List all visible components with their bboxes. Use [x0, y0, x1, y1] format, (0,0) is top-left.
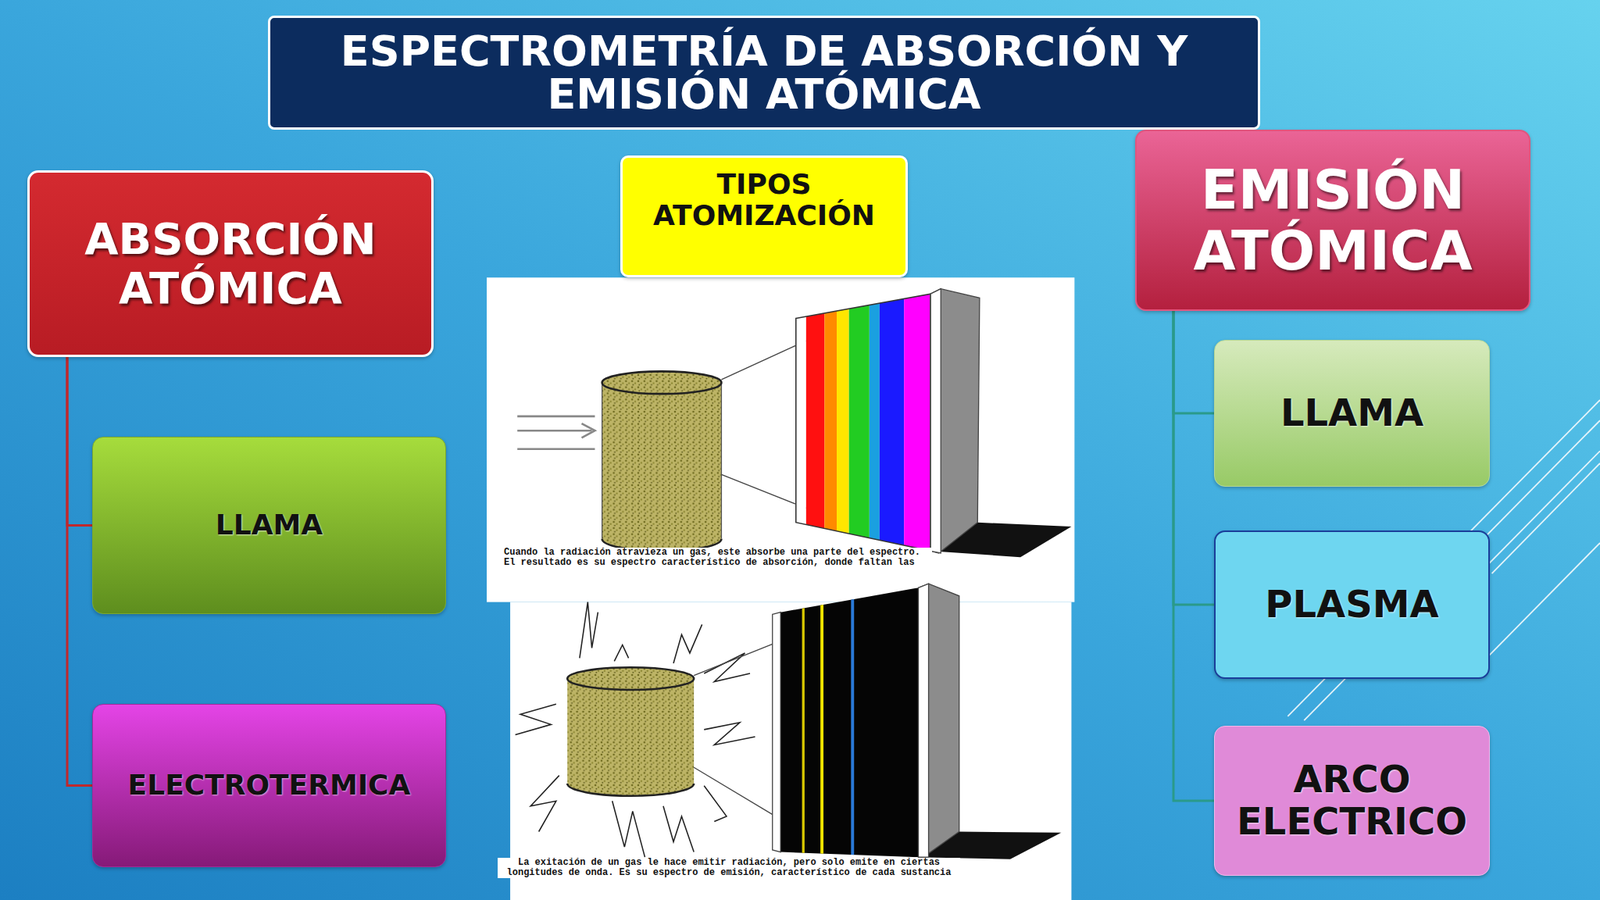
type-box: PLASMA — [1214, 530, 1490, 679]
node-text: LLAMA — [1228, 392, 1475, 435]
heading-box: TIPOS ATOMIZACIÓN — [620, 155, 908, 278]
tree-connector — [1173, 310, 1215, 414]
node-text: PLASMA — [1229, 583, 1475, 626]
tree-connector — [67, 357, 93, 786]
node-text: EMISIÓN ATÓMICA — [1150, 159, 1515, 283]
category-box: ABSORCIÓN ATÓMICA — [27, 170, 434, 358]
tree-connector — [1173, 310, 1215, 801]
node-text: TIPOS ATOMIZACIÓN — [635, 168, 893, 233]
caption-note: Cuando la radiación atravieza un gas, es… — [503, 547, 933, 568]
type-box: ELECTROTERMICA — [92, 703, 447, 868]
category-box: EMISIÓN ATÓMICA — [1135, 129, 1531, 311]
absorption-illustration — [486, 277, 1075, 602]
title-text: ESPECTROMETRÍA DE ABSORCIÓN Y EMISIÓN AT… — [285, 29, 1243, 116]
node-text: ABSORCIÓN ATÓMICA — [43, 214, 418, 313]
type-box: LLAMA — [1214, 339, 1490, 487]
caption-note: La exitación de un gas le hace emitir ra… — [497, 857, 961, 879]
node-text: ARCO ELECTRICO — [1228, 758, 1475, 843]
node-text: ELECTROTERMICA — [107, 769, 432, 801]
tree-connector — [67, 357, 93, 526]
node-text: LLAMA — [107, 509, 432, 541]
title-banner: ESPECTROMETRÍA DE ABSORCIÓN Y EMISIÓN AT… — [267, 15, 1261, 130]
type-box: ARCO ELECTRICO — [1214, 725, 1490, 876]
type-box: LLAMA — [92, 436, 447, 615]
emission-illustration — [510, 581, 1072, 900]
tree-connector — [1173, 310, 1215, 605]
